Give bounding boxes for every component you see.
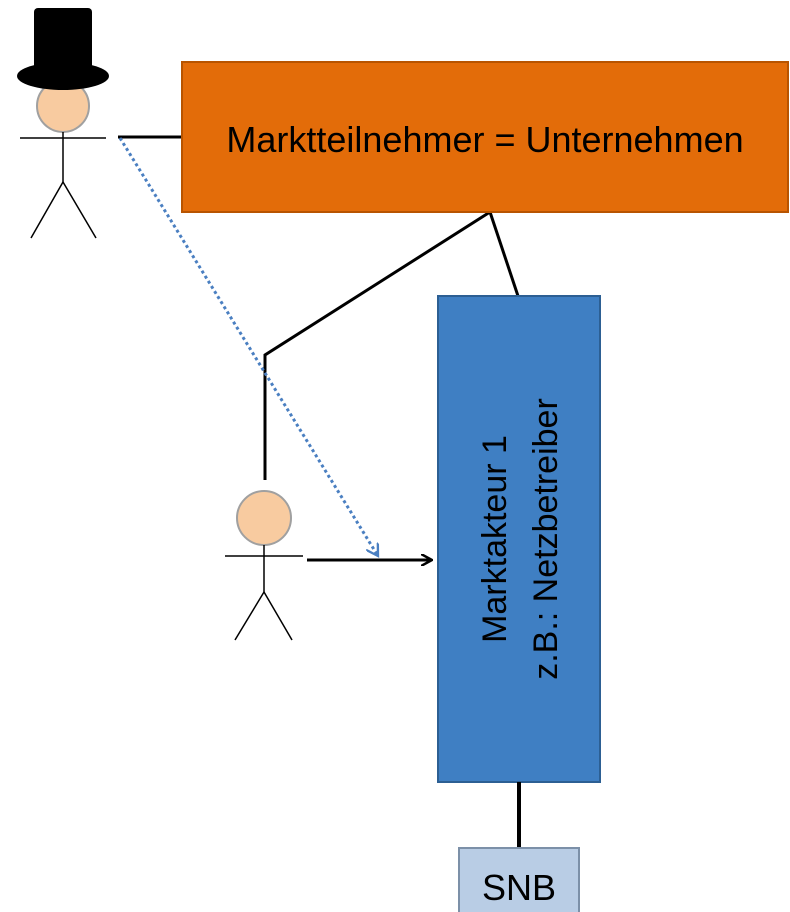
company-to-actor-box-connector — [488, 211, 520, 297]
market-actor-box — [437, 295, 601, 783]
employee-actor-icon — [225, 490, 303, 641]
market-actor-example-label: z.B.: Netzbetreiber — [527, 398, 565, 680]
snb-label: SNB — [482, 867, 556, 908]
company-to-employee-connector — [263, 210, 491, 480]
dotted-influence-arrow — [118, 137, 380, 556]
employee-head — [236, 490, 292, 546]
participant-box — [181, 61, 789, 213]
market-actor-label: Marktakteur 1 — [476, 435, 514, 643]
top-hat-icon — [17, 8, 109, 90]
snb-box — [458, 847, 580, 912]
owner-actor-icon — [17, 8, 109, 239]
participant-box-label: Marktteilnehmer = Unternehmen — [226, 119, 743, 160]
